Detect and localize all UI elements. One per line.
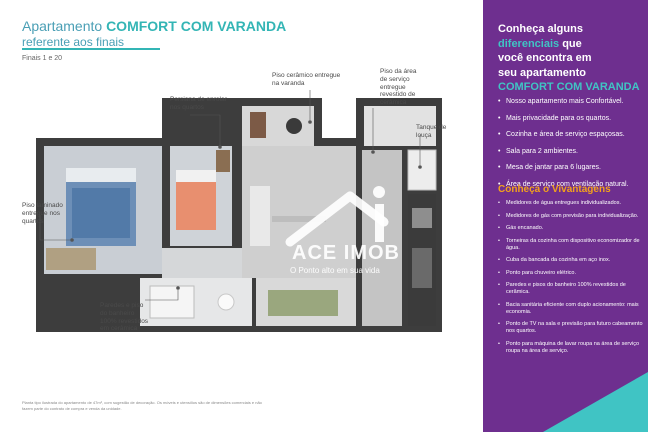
callout-piso-area-servico: Piso da área de serviço entregue revesti… <box>380 68 417 107</box>
callout-persiana: Persiana de enrolar nos quartos <box>170 96 227 111</box>
list-item: Sala para 2 ambientes. <box>498 147 648 156</box>
callout-piso-laminado: Piso laminado entregue nos quartos <box>22 202 63 225</box>
features-panel: Conheça alguns diferenciais que você enc… <box>483 0 648 432</box>
callout-piso-varanda: Piso cerâmico entregue na varanda <box>272 72 341 87</box>
finals-label: Finais 1 e 20 <box>22 55 63 62</box>
list-item: Mais privacidade para os quartos. <box>498 114 648 123</box>
watermark-tagline: O Ponto alto em sua vida <box>290 266 380 275</box>
callout-paredes-banheiro: Paredes e piso do banheiro 100% revestid… <box>100 302 149 333</box>
page-subtitle: referente aos finais <box>22 35 125 49</box>
page-title: Apartamento COMFORT COM VARANDA <box>22 18 286 34</box>
list-item: Ponto de TV na sala e previsão para futu… <box>498 321 643 335</box>
list-item: Paredes e pisos do banheiro 100% revesti… <box>498 282 643 296</box>
heading-accent: diferenciais <box>498 37 560 50</box>
vivantagens-list: Medidores de água entregues individualiz… <box>498 200 643 360</box>
list-item: Nosso apartamento mais Confortável. <box>498 97 648 106</box>
list-item: Medidores de gás com previsão para indiv… <box>498 213 643 220</box>
teal-corner-decoration <box>543 372 648 432</box>
list-item: Cozinha e área de serviço espaçosas. <box>498 130 648 139</box>
list-item: Medidores de água entregues individualiz… <box>498 200 643 207</box>
list-item: Ponto para chuveiro elétrico. <box>498 270 643 277</box>
list-item: Ponto para máquina de lavar roupa na áre… <box>498 341 643 355</box>
watermark-brand: ACE IMOB <box>292 242 400 264</box>
floor-plan <box>36 98 442 332</box>
callout-tanque: Tanque de louça <box>416 124 447 139</box>
list-item: Bacia sanitária eficiente com duplo acio… <box>498 302 643 316</box>
list-item: Cuba da bancada da cozinha em aço inox. <box>498 257 643 264</box>
left-content: Apartamento COMFORT COM VARANDA referent… <box>22 18 447 411</box>
title-divider <box>22 48 160 50</box>
callout-leaders <box>39 90 422 301</box>
list-item: Mesa de jantar para 6 lugares. <box>498 163 648 172</box>
list-item: Área de serviço com ventilação natural. <box>498 180 648 189</box>
title-prefix: Apartamento <box>22 18 103 34</box>
watermark-logo-icon <box>285 186 389 247</box>
footnote: Planta tipo ilustrada do apartamento de … <box>22 400 262 411</box>
heading-model: COMFORT COM VARANDA <box>498 81 640 94</box>
title-model: COMFORT COM VARANDA <box>106 18 287 34</box>
list-item: Torneiras da cozinha com dispositivo eco… <box>498 238 643 252</box>
panel-heading: Conheça alguns diferenciais que você enc… <box>498 23 640 94</box>
features-list: Nosso apartamento mais Confortável. Mais… <box>498 97 648 196</box>
list-item: Gás encanado. <box>498 225 643 232</box>
vivantagens-title: Conheça o Vivantagens <box>498 184 611 195</box>
